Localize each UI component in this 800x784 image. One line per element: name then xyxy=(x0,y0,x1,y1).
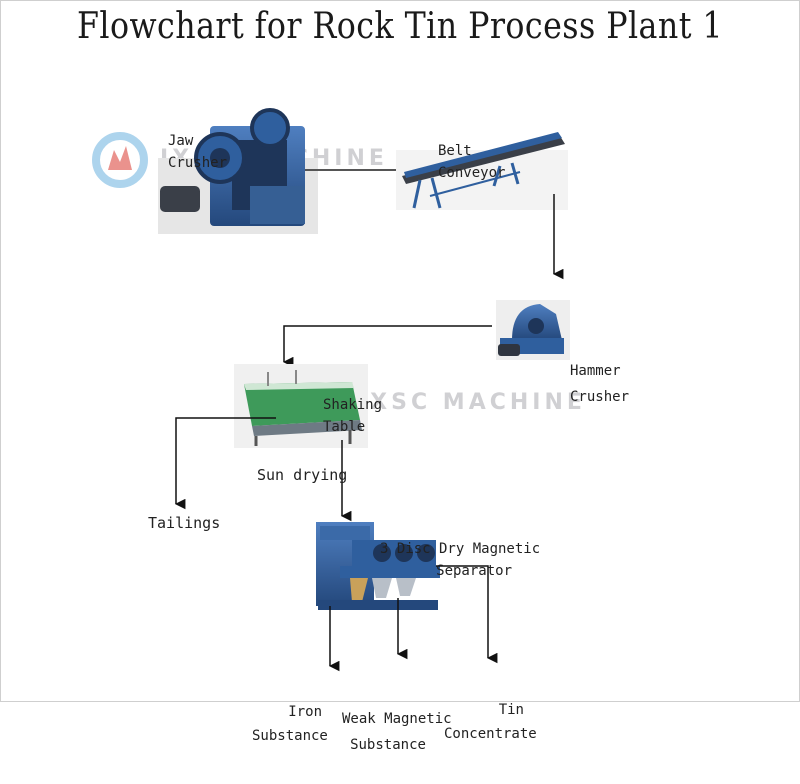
arrow-separator-to-tin xyxy=(436,565,498,664)
magnetic-separator-machine xyxy=(316,522,440,610)
label-tailings: Tailings xyxy=(148,514,221,532)
jaw-crusher-machine xyxy=(158,108,318,234)
belt-conveyor-machine xyxy=(396,132,568,210)
flowchart-canvas xyxy=(158,108,570,672)
hammer-crusher-machine xyxy=(496,300,570,360)
shaking-table-machine xyxy=(234,364,368,448)
arrow-hammer-to-shaking-table xyxy=(282,325,492,368)
watermark-text-middle: JXSC MACHINE xyxy=(358,390,586,415)
arrow-table-to-tailings xyxy=(174,417,276,510)
label-sun-drying: Sun drying xyxy=(257,466,348,484)
page-title: Flowchart for Rock Tin Process Plant 1 xyxy=(76,6,723,47)
watermark-logo-icon xyxy=(92,132,148,188)
